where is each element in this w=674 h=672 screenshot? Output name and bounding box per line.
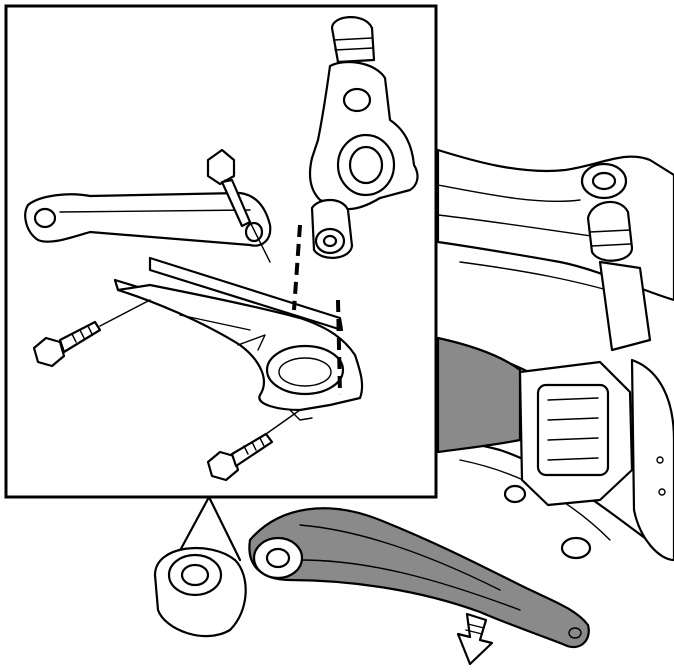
lower-bushing — [153, 546, 247, 638]
alignment-dashed-lines — [99, 221, 342, 435]
lower-control-arm — [248, 507, 590, 649]
upper-link — [24, 191, 272, 247]
background-lower-arm — [436, 336, 522, 454]
brake-caliper — [503, 360, 634, 560]
forward-direction-arrow-icon — [456, 612, 494, 666]
brake-disc — [630, 358, 674, 562]
bottom-bolt — [206, 432, 274, 482]
wheel-knuckle — [309, 16, 419, 259]
callout-lines — [174, 495, 242, 562]
top-bolt — [206, 148, 252, 228]
background-knuckle-upper — [586, 200, 652, 352]
background-bushing — [580, 162, 628, 200]
left-bolt — [32, 320, 102, 368]
